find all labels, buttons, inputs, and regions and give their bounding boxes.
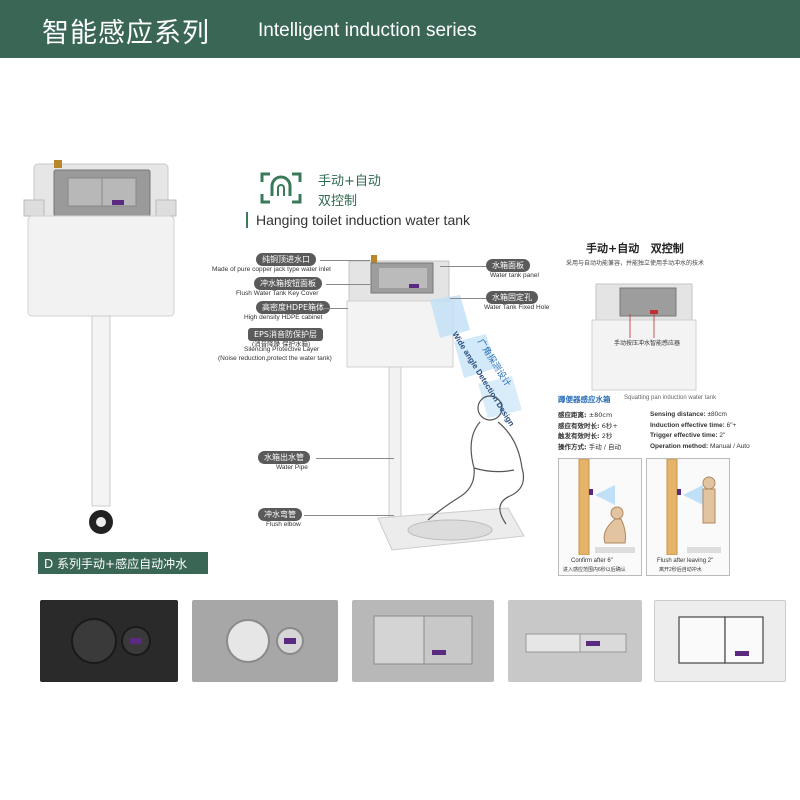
leader-line xyxy=(450,298,486,299)
section-en: Squatting pan induction water tank xyxy=(624,395,717,401)
right-title: 手动+自动 双控制 xyxy=(586,242,684,255)
spec-en-val: Manual / Auto xyxy=(709,442,750,450)
leader-line xyxy=(326,284,370,285)
spec-cn-key: 操作方式: xyxy=(558,442,587,451)
label-eps-en2: (Noise reduction,protect the water tank) xyxy=(218,355,332,362)
label-eps: EPS消音防保护层 xyxy=(248,328,323,341)
label-cabinet-en: High density HDPE cabinet xyxy=(244,314,323,321)
spec-en-key: Trigger effective time: xyxy=(650,432,718,439)
spec-cn-val: 6秒+ xyxy=(601,421,618,430)
specs-en: Sensing distance: ±80cm Induction effect… xyxy=(650,410,795,452)
header-banner: 智能感应系列 Intelligent induction series xyxy=(0,0,800,58)
figure-flush: Flush after leaving 2" 离开2秒后自动冲水 xyxy=(646,458,730,576)
label-inlet-en: Made of pure copper jack type water inle… xyxy=(212,266,331,273)
label-eps-en: Silencing Protective Layer xyxy=(244,346,320,353)
fig1-en: Confirm after 6" xyxy=(571,558,613,564)
left-caption-text: D 系列手动+感应自动冲水 xyxy=(44,557,188,571)
leader-line xyxy=(304,515,394,516)
left-caption xyxy=(38,552,208,574)
squat-pan xyxy=(368,500,528,560)
label-panel: 水箱面板 xyxy=(486,259,530,272)
label-cabinet: 高密度HDPE箱体 xyxy=(256,301,331,314)
fig1-cn: 进入感应范围内6秒以后确认 xyxy=(563,567,626,573)
left-tank-image xyxy=(20,160,180,540)
label-cover-en: Flush Water Tank Key Cover xyxy=(236,290,319,297)
btn-label-manual: 手动按压冲水 xyxy=(614,341,651,347)
spec-en-val: ±80cm xyxy=(707,411,727,418)
label-eps-cn2: (消音降噪 保护水箱) xyxy=(252,341,311,348)
fig2-cn: 离开2秒后自动冲水 xyxy=(659,567,702,573)
label-fixed-hole: 水箱固定孔 xyxy=(486,291,538,304)
spec-en-val: 2" xyxy=(719,432,726,439)
btn-label-sensor: 智能感应器 xyxy=(650,341,681,347)
leader-line xyxy=(316,458,394,459)
spec-cn-val: 手动 / 自动 xyxy=(588,442,622,451)
flush-panel-silver-square xyxy=(352,600,494,682)
header-title-en: Intelligent induction series xyxy=(258,20,477,41)
spec-cn-key: 感应有效时长: xyxy=(558,421,600,430)
spec-en-key: Sensing distance: xyxy=(650,411,706,418)
mode-cn-1: 手动+自动 xyxy=(318,174,381,189)
specs-cn: 感应距离: ±80cm 感应有效时长: 6秒+ 触发有效时长: 2秒 操作方式:… xyxy=(558,410,648,452)
flush-panel-black xyxy=(40,600,178,682)
flush-panel-silver-round xyxy=(192,600,338,682)
label-pipe: 水箱出水管 xyxy=(258,451,310,464)
spec-cn-key: 感应距离: xyxy=(558,411,587,419)
center-subtitle: Hanging toilet induction water tank xyxy=(256,212,471,228)
spec-cn-val: ±80cm xyxy=(588,411,613,419)
subtitle-bar xyxy=(246,212,248,228)
person-outline xyxy=(418,378,558,528)
spec-cn-key: 触发有效时长: xyxy=(558,432,600,440)
label-elbow: 冲水弯管 xyxy=(258,508,302,521)
right-desc: 采用与自动功能兼容，并能独立使用手动冲水的技术 xyxy=(566,260,705,267)
spec-en-key: Induction effective time: xyxy=(650,421,725,429)
right-tank-image xyxy=(590,276,698,392)
spec-en-key: Operation method: xyxy=(650,442,709,450)
section-cn: 蹲便器感应水箱 xyxy=(558,395,611,404)
label-fixed-hole-en: Water Tank Fixed Hole xyxy=(484,304,550,311)
figure-confirm: Confirm after 6" 进入感应范围内6秒以后确认 xyxy=(558,458,642,576)
leader-line xyxy=(440,266,486,267)
label-panel-en: Water tank panel xyxy=(490,272,539,279)
sensor-icon xyxy=(258,170,304,206)
detection-rays xyxy=(430,290,550,440)
mode-cn-2: 双控制 xyxy=(318,194,358,209)
flush-panel-white xyxy=(654,600,786,682)
label-cover: 冲水箱按钮面板 xyxy=(254,277,322,290)
spec-cn-val: 2秒 xyxy=(601,432,613,440)
flush-panel-brushed xyxy=(508,600,642,682)
header-title-cn: 智能感应系列 xyxy=(42,18,210,49)
label-inlet: 纯铜顶进水口 xyxy=(256,253,316,266)
leader-line xyxy=(324,308,348,309)
fig2-en: Flush after leaving 2" xyxy=(657,558,714,564)
label-elbow-en: Flush elbow xyxy=(266,521,301,528)
label-pipe-en: Water Pipe xyxy=(276,464,308,471)
leader-line xyxy=(320,260,370,261)
spec-en-val: 6"+ xyxy=(726,421,737,429)
